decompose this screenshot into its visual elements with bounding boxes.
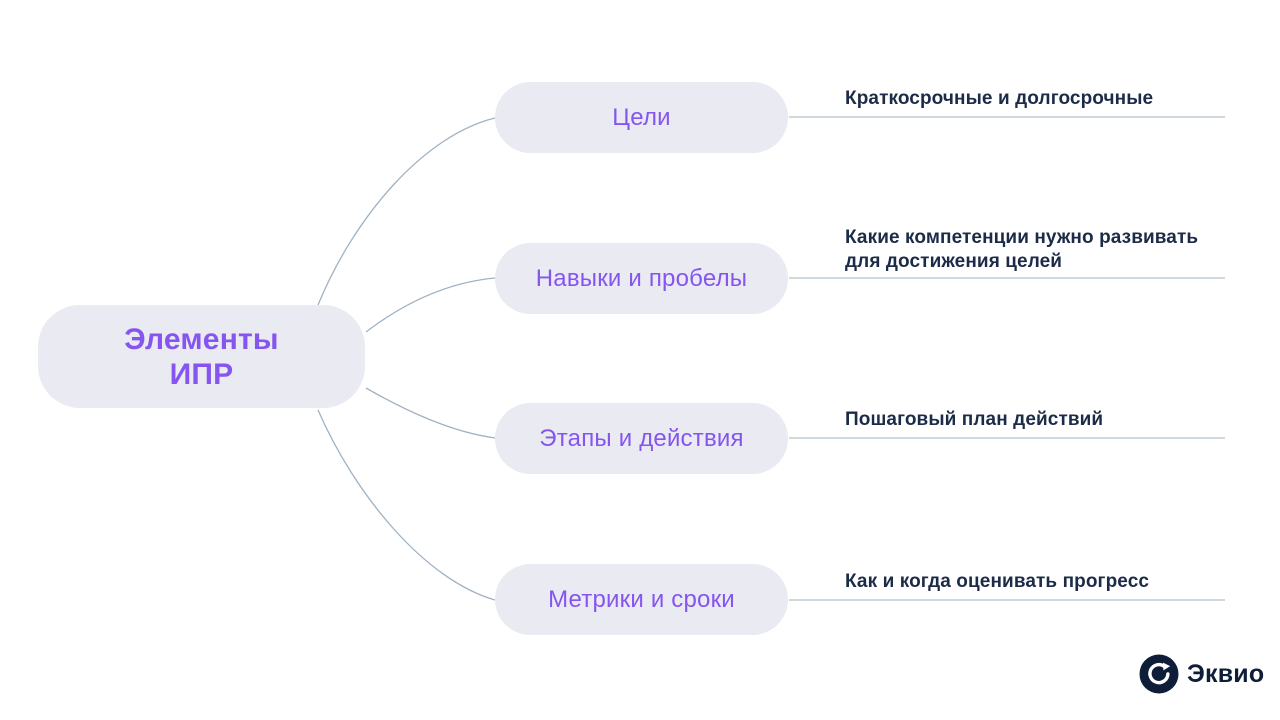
branch-node-metrics-label: Метрики и сроки: [548, 585, 735, 613]
branch-node-goals: Цели: [495, 82, 788, 153]
branch-node-goals-label: Цели: [612, 103, 671, 131]
central-node: Элементы ИПР: [38, 305, 365, 408]
branch-node-skills: Навыки и пробелы: [495, 243, 788, 314]
central-node-label: Элементы ИПР: [124, 322, 278, 392]
eqvio-logo: Эквио: [1139, 654, 1264, 694]
curve-to-steps: [365, 387, 496, 439]
eqvio-logo-text: Эквио: [1187, 659, 1265, 688]
curve-to-skills: [365, 277, 496, 333]
branch-node-steps-label: Этапы и действия: [539, 424, 744, 452]
curve-to-goals: [317, 117, 496, 306]
description-skills-line2: для достижения целей: [845, 251, 1063, 272]
description-goals-line1: Краткосрочные и долгосрочные: [845, 88, 1154, 109]
curve-to-metrics: [317, 409, 496, 601]
description-steps-line1: Пошаговый план действий: [845, 409, 1104, 430]
circular-arrow-logo-icon: [1139, 654, 1179, 694]
description-goals: Краткосрочные и долгосрочные: [845, 87, 1230, 111]
description-skills-line1: Какие компетенции нужно развивать: [845, 227, 1199, 248]
description-metrics-line1: Как и когда оценивать прогресс: [845, 571, 1150, 592]
branch-node-metrics: Метрики и сроки: [495, 564, 788, 635]
branch-node-steps: Этапы и действия: [495, 403, 788, 474]
central-node-label-line1: Элементы: [124, 322, 279, 356]
description-metrics: Как и когда оценивать прогресс: [845, 570, 1230, 594]
description-skills: Какие компетенции нужно развивать для до…: [845, 226, 1230, 274]
central-node-label-line2: ИПР: [169, 357, 234, 391]
description-steps: Пошаговый план действий: [845, 408, 1230, 432]
branch-node-skills-label: Навыки и пробелы: [535, 264, 748, 292]
